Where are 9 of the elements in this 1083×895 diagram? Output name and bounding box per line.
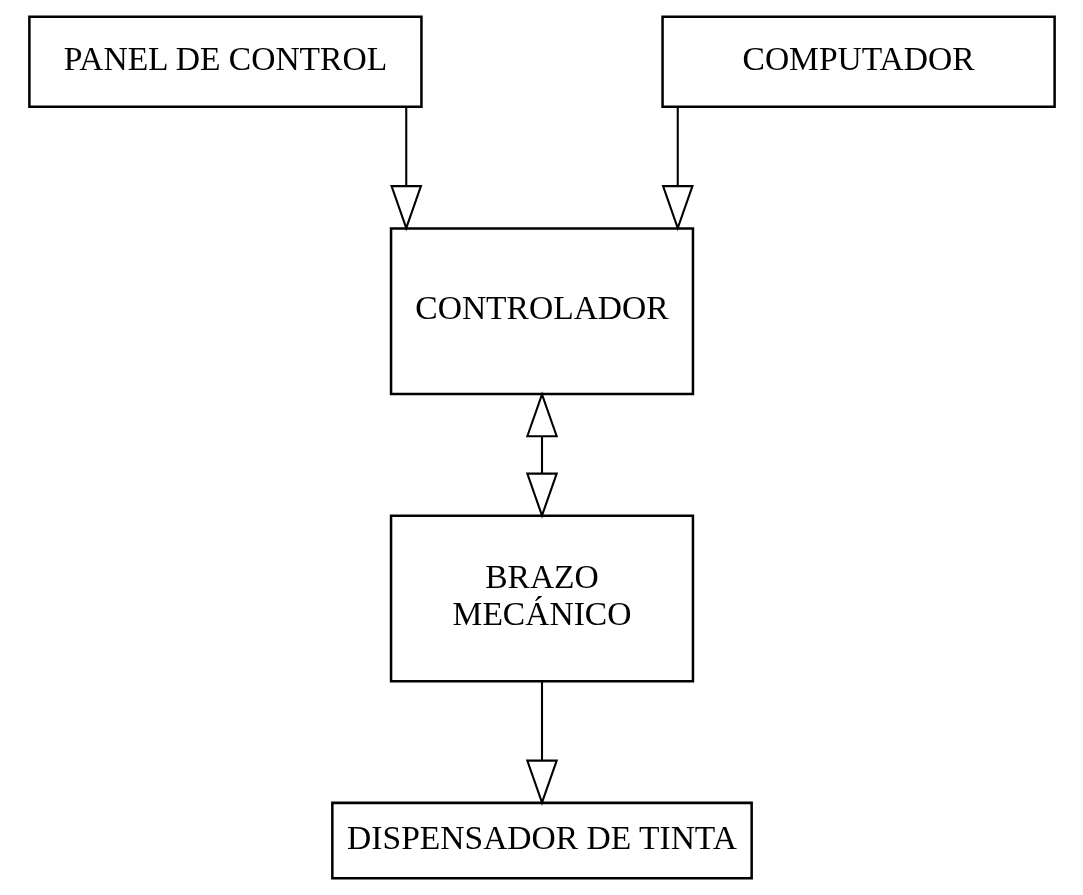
arrow — [389, 106, 422, 232]
node-box: DISPENSADOR DE TINTA — [330, 801, 753, 880]
node-box: COMPUTADOR — [660, 15, 1056, 109]
node-box: PANEL DE CONTROL — [27, 15, 423, 109]
arrow — [525, 681, 558, 806]
node-box: CONTROLADOR — [389, 227, 694, 396]
arrow — [661, 106, 694, 232]
node-box: BRAZO MECÁNICO — [389, 514, 694, 683]
arrow — [525, 391, 558, 519]
